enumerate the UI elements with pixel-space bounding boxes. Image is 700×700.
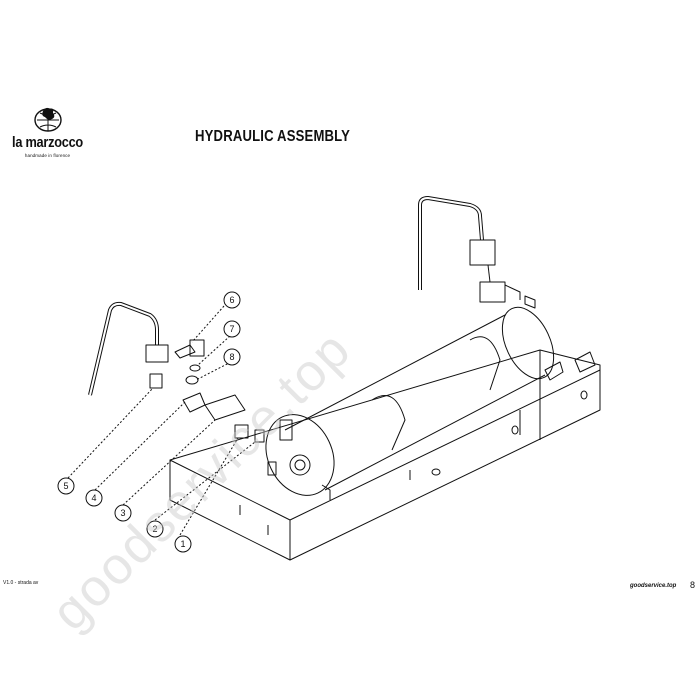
callout-5: 5 xyxy=(63,481,68,491)
page-number: 8 xyxy=(690,580,696,590)
la-marzocco-logo: la marzocco handmade in florence xyxy=(0,105,95,158)
brand-name: la marzocco xyxy=(12,134,83,151)
base-frame xyxy=(169,349,601,561)
leader-lines xyxy=(67,305,256,536)
lion-emblem-icon xyxy=(33,107,62,132)
callout-7: 7 xyxy=(229,324,234,334)
callout-4: 4 xyxy=(91,493,96,503)
callout-circles xyxy=(57,291,241,553)
page-title: HYDRAULIC ASSEMBLY xyxy=(195,128,351,145)
boiler-cylinder xyxy=(265,306,555,500)
callout-8: 8 xyxy=(229,352,234,362)
callout-1: 1 xyxy=(180,539,185,549)
callout-3: 3 xyxy=(120,508,125,518)
callout-2: 2 xyxy=(152,524,157,534)
version-label: V1.0 - strada av xyxy=(3,580,39,586)
callout-6: 6 xyxy=(229,295,234,305)
site-label: goodservice.top xyxy=(630,583,677,589)
left-pipe-assembly xyxy=(88,301,169,396)
right-pipe-assembly xyxy=(418,196,536,309)
brand-tagline: handmade in florence xyxy=(24,153,71,158)
exploded-parts xyxy=(174,339,265,443)
